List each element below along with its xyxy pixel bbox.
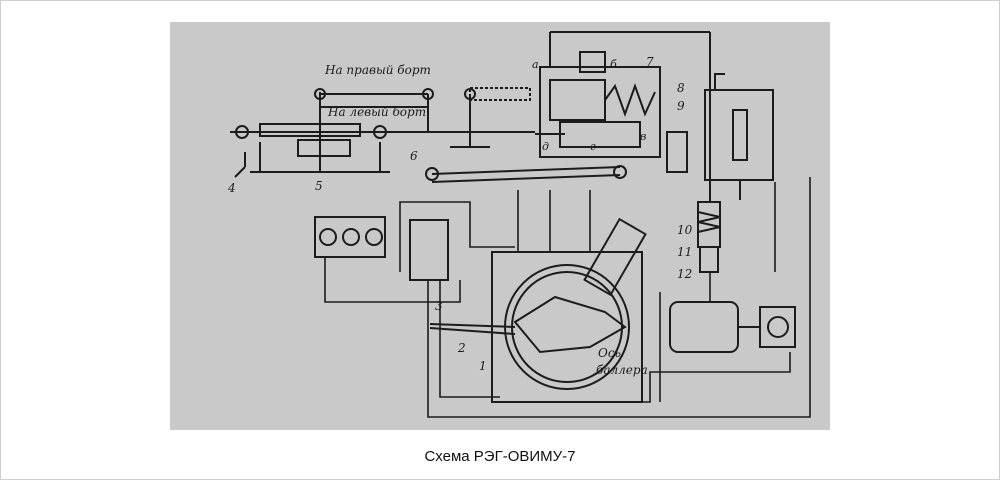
num-8: 8 bbox=[677, 81, 685, 95]
num-12: 12 bbox=[677, 267, 692, 281]
num-6: 6 bbox=[410, 149, 418, 163]
label-baller: баллера bbox=[596, 363, 648, 377]
num-2: 2 bbox=[457, 341, 466, 355]
num-7: 7 bbox=[646, 55, 654, 69]
rotary-actuator bbox=[429, 251, 643, 403]
num-4: 4 bbox=[227, 181, 236, 195]
schematic-photo: На правый борт На левый борт Ось баллера… bbox=[170, 22, 830, 430]
figure-caption: Схема РЭГ-ОВИМУ-7 bbox=[424, 448, 576, 465]
letter-b: б bbox=[610, 58, 617, 71]
hydraulic-pipes bbox=[324, 177, 811, 418]
num-9: 9 bbox=[677, 99, 685, 113]
telemotor-assembly bbox=[230, 92, 400, 178]
hydraulic-steering-schematic: На правый борт На левый борт Ось баллера… bbox=[227, 31, 811, 418]
label-axis: Ось bbox=[598, 346, 621, 360]
linkage-rods bbox=[314, 87, 627, 183]
gauge-panel bbox=[314, 216, 386, 258]
accumulator-assembly bbox=[583, 201, 721, 297]
letter-v: в bbox=[640, 130, 646, 143]
letter-d: д bbox=[542, 140, 549, 153]
valve-9 bbox=[666, 131, 688, 173]
control-valve-block bbox=[535, 31, 711, 202]
num-5: 5 bbox=[315, 179, 323, 193]
num-1: 1 bbox=[479, 359, 487, 373]
distributor-3 bbox=[409, 219, 449, 281]
oil-tank bbox=[704, 73, 774, 200]
num-10: 10 bbox=[677, 223, 693, 237]
label-right-board: На правый борт bbox=[324, 63, 431, 77]
num-3: 3 bbox=[435, 299, 443, 313]
letter-a: а bbox=[532, 58, 539, 71]
label-left-board: На левый борт bbox=[327, 105, 426, 119]
letter-g: г bbox=[590, 140, 596, 153]
pump-motor-unit bbox=[669, 301, 796, 353]
num-11: 11 bbox=[677, 245, 692, 259]
